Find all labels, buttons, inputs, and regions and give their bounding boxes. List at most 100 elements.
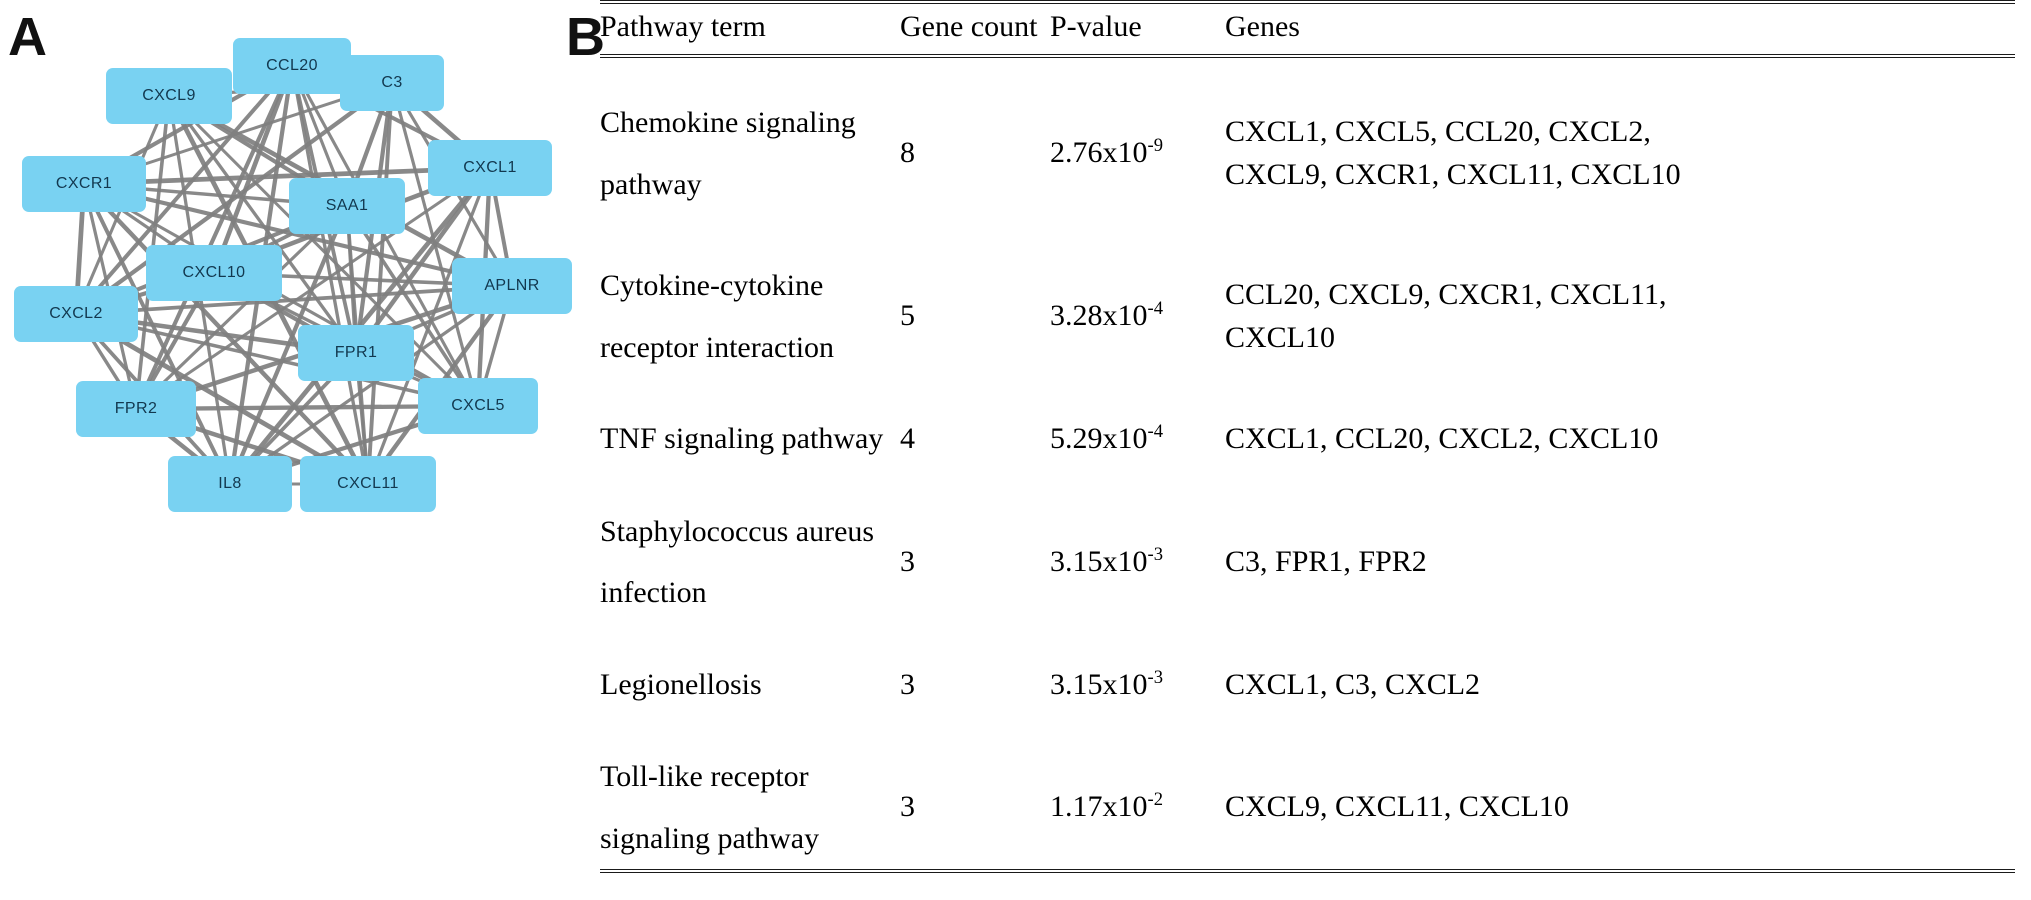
network-edge	[290, 64, 480, 408]
pathway-term-line: signaling pathway	[600, 821, 820, 855]
network-node-c3[interactable]: C3	[340, 55, 444, 111]
pathway-term-line: infection	[600, 576, 707, 610]
spacer-cell	[600, 215, 2015, 255]
network-node-cxcl2[interactable]: CXCL2	[14, 286, 138, 342]
network-node-label: SAA1	[325, 197, 369, 214]
pathway-term-line: Toll-like receptor	[600, 760, 809, 794]
pathway-enrichment-table: Pathway term Gene count P-value Genes Ch…	[600, 0, 2015, 877]
table-row-spacer	[600, 461, 2015, 501]
network-edge	[366, 81, 394, 486]
network-node-aplnr[interactable]: APLNR	[452, 258, 572, 314]
cell-p-value: 3.15x10-3	[1050, 664, 1225, 707]
network-edge	[74, 284, 514, 316]
network-node-label: C3	[381, 74, 403, 91]
cell-genes: CCL20, CXCL9, CXCR1, CXCL11,CXCL10	[1225, 255, 2015, 378]
network-node-cxcl5[interactable]: CXCL5	[418, 378, 538, 434]
network-edge	[134, 204, 349, 411]
network-edge	[366, 166, 492, 486]
cell-p-value: 2.76x10-9	[1050, 92, 1225, 215]
cell-gene-count: 4	[900, 422, 915, 455]
network-node-ccl20[interactable]: CCL20	[233, 38, 351, 94]
cell-gene-count: 5	[900, 299, 915, 333]
cell-gene-count: 3	[900, 790, 915, 824]
p-value-mantissa: 3.15x10	[1050, 667, 1148, 701]
pathway-term-line: Staphylococcus aureus	[600, 514, 875, 548]
genes-line: CXCL1, CXCL5, CCL20, CXCL2,	[1225, 114, 1651, 148]
spacer-cell	[600, 706, 2015, 746]
col-header-pathway-term: Pathway term	[600, 10, 766, 43]
cell-p-value: 5.29x10-4	[1050, 418, 1225, 461]
network-node-il8[interactable]: IL8	[168, 456, 292, 512]
pathway-term-line: TNF signaling pathway	[600, 422, 884, 456]
network-node-label: CCL20	[266, 57, 318, 74]
genes-line: CXCL10	[1225, 320, 1336, 354]
network-node-label: APLNR	[484, 277, 540, 294]
spacer-cell	[600, 461, 2015, 501]
cell-pathway-term: TNF signaling pathway	[600, 418, 900, 461]
cell-gene-count: 3	[900, 544, 915, 578]
network-edge	[81, 165, 493, 187]
table-bottom-rule	[600, 871, 2015, 877]
spacer-cell	[600, 56, 2015, 92]
cell-genes: CXCL1, CCL20, CXCL2, CXCL10	[1225, 418, 2015, 461]
pathway-term-line: Legionellosis	[600, 667, 762, 701]
network-node-fpr2[interactable]: FPR2	[76, 381, 196, 437]
table-row-spacer	[600, 624, 2015, 664]
panel-b-label: B	[566, 7, 605, 67]
table-row-spacer	[600, 56, 2015, 92]
network-edge	[211, 63, 295, 276]
network-node-label: CXCL1	[463, 159, 517, 176]
col-header-gene-count: Gene count	[900, 10, 1038, 43]
network-node-cxcl11[interactable]: CXCL11	[300, 456, 436, 512]
network-node-label: CXCL11	[337, 475, 399, 492]
network-edge	[167, 94, 480, 408]
cell-pathway-term: Toll-like receptor signaling pathway	[600, 746, 900, 871]
cell-gene-count: 8	[900, 136, 915, 170]
network-node-label: IL8	[218, 475, 242, 492]
spacer-cell	[600, 378, 2015, 418]
network-node-label: CXCL10	[182, 264, 246, 281]
cell-genes: CXCL1, CXCL5, CCL20, CXCL2,CXCL9, CXCR1,…	[1225, 92, 2015, 215]
table-row: Staphylococcus aureus infection 3 3.15x10-3…	[600, 501, 2015, 624]
network-edge	[74, 312, 480, 408]
p-value-mantissa: 3.15x10	[1050, 544, 1148, 578]
p-value-exponent: -2	[1147, 789, 1164, 811]
network-edge	[345, 204, 480, 408]
p-value-mantissa: 3.28x10	[1050, 299, 1148, 333]
cell-p-value: 3.28x10-4	[1050, 255, 1225, 378]
pathway-term-line: Chemokine signaling	[600, 106, 856, 139]
table-row-spacer	[600, 215, 2015, 255]
genes-line: CXCL1, C3, CXCL2	[1225, 667, 1481, 701]
col-header-genes: Genes	[1225, 10, 1300, 43]
p-value-exponent: -4	[1147, 298, 1164, 320]
cell-gene-count: 3	[900, 667, 915, 701]
network-node-label: CXCL2	[49, 305, 103, 322]
genes-line: C3, FPR1, FPR2	[1225, 544, 1427, 578]
network-node-cxcl9[interactable]: CXCL9	[106, 68, 232, 124]
network-node-fpr1[interactable]: FPR1	[298, 325, 414, 381]
network-node-saa1[interactable]: SAA1	[289, 178, 405, 234]
p-value-mantissa: 1.17x10	[1050, 790, 1148, 824]
cell-pathway-term: Staphylococcus aureus infection	[600, 501, 900, 624]
table-footer	[600, 871, 2015, 877]
p-value-mantissa: 2.76x10	[1050, 136, 1148, 170]
genes-line: CXCL9, CXCL11, CXCL10	[1225, 790, 1569, 824]
table-row-spacer	[600, 706, 2015, 746]
network-node-label: FPR1	[334, 344, 378, 361]
cell-p-value: 3.15x10-3	[1050, 501, 1225, 624]
cell-genes: C3, FPR1, FPR2	[1225, 501, 2015, 624]
p-value-mantissa: 5.29x10	[1050, 422, 1148, 455]
cell-p-value: 1.17x10-2	[1050, 746, 1225, 871]
network-node-label: FPR2	[114, 400, 158, 417]
network-node-label: CXCR1	[55, 175, 113, 192]
network-node-cxcl1[interactable]: CXCL1	[428, 140, 552, 196]
network-node-label: CXCL5	[451, 397, 505, 414]
p-value-exponent: -3	[1147, 666, 1164, 688]
network-node-cxcr1[interactable]: CXCR1	[22, 156, 146, 212]
p-value-exponent: -9	[1147, 135, 1164, 157]
network-node-cxcl10[interactable]: CXCL10	[146, 245, 282, 301]
